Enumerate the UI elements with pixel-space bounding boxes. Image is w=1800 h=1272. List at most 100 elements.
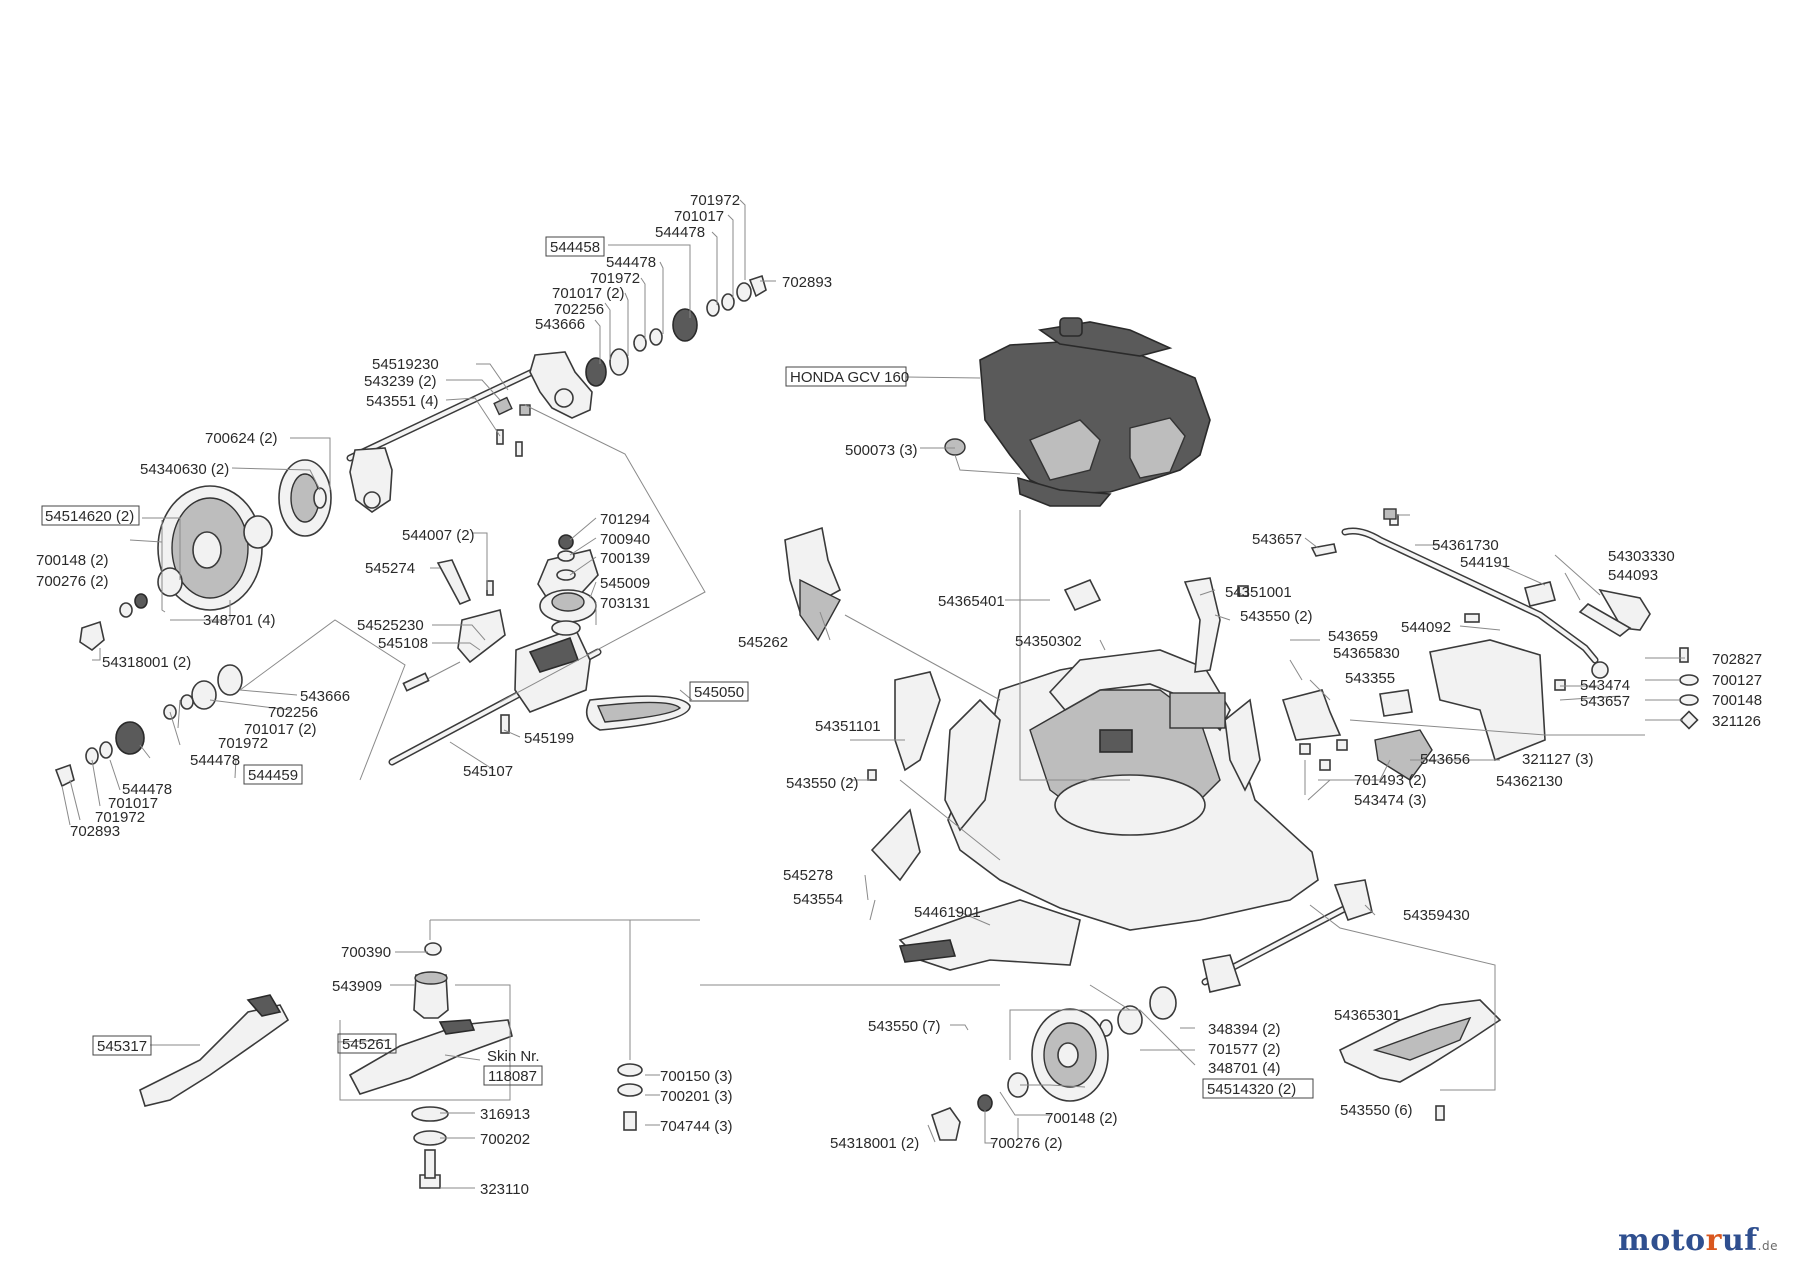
label-500073: 500073 (3) — [845, 442, 918, 459]
label-54359430: 54359430 — [1403, 907, 1470, 924]
label-702256-b: 702256 — [554, 301, 604, 318]
label-543551: 543551 (4) — [366, 393, 439, 410]
label-545108: 545108 — [378, 635, 428, 652]
label-543666-mid: 543666 — [300, 688, 350, 705]
label-544191: 544191 — [1460, 554, 1510, 571]
label-54318001-bottom: 54318001 (2) — [830, 1135, 919, 1152]
label-54351001: 54351001 — [1225, 584, 1292, 601]
gearbox-assembly — [388, 534, 691, 766]
honda-engine — [944, 317, 1211, 507]
label-348394: 348394 (2) — [1208, 1021, 1281, 1038]
label-700127: 700127 — [1712, 672, 1762, 689]
label-700202: 700202 — [480, 1131, 530, 1148]
rear-wheel-left — [79, 459, 332, 651]
label-545050: 545050 — [694, 684, 744, 701]
label-543239: 543239 (2) — [364, 373, 437, 390]
label-543550-2a: 543550 (2) — [1240, 608, 1313, 625]
label-54519230: 54519230 — [372, 356, 439, 373]
label-545262: 545262 — [738, 634, 788, 651]
label-543656: 543656 — [1420, 751, 1470, 768]
boxed-part-numbers — [41, 236, 1314, 1099]
label-702827: 702827 — [1712, 651, 1762, 668]
label-54351101: 54351101 — [815, 718, 881, 735]
label-545278: 545278 — [783, 867, 833, 884]
rear-axle-assembly — [346, 274, 767, 513]
label-543657-top: 543657 — [1252, 531, 1302, 548]
label-544478-b: 544478 — [606, 254, 656, 271]
label-54365301: 54365301 — [1334, 1007, 1401, 1024]
label-323110: 323110 — [480, 1181, 529, 1198]
label-118087: 118087 — [488, 1068, 537, 1085]
label-543550-2b: 543550 (2) — [786, 775, 859, 792]
label-545009: 545009 — [600, 575, 650, 592]
label-543550-6: 543550 (6) — [1340, 1102, 1413, 1119]
label-348701-left: 348701 (4) — [203, 612, 276, 629]
label-544478-mid1: 544478 — [190, 752, 240, 769]
label-543474-mid: 543474 — [1580, 677, 1630, 694]
label-702256-mid: 702256 — [268, 704, 318, 721]
label-54365401: 54365401 — [938, 593, 1005, 610]
front-skid — [1338, 999, 1502, 1121]
label-701294: 701294 — [600, 511, 650, 528]
label-701972-mid: 701972 — [218, 735, 268, 752]
label-54318001-left: 54318001 (2) — [102, 654, 191, 671]
label-543355: 543355 — [1345, 670, 1395, 687]
label-543474-3: 543474 (3) — [1354, 792, 1427, 809]
label-703131: 703131 — [600, 595, 650, 612]
label-701972-top: 701972 — [690, 192, 740, 209]
label-54365830: 54365830 — [1333, 645, 1400, 662]
logo-text-part1: moto — [1618, 1223, 1706, 1258]
label-543666-b: 543666 — [535, 316, 585, 333]
label-543657-mid: 543657 — [1580, 693, 1630, 710]
label-700148-right: 700148 — [1712, 692, 1762, 709]
label-skin-nr: Skin Nr. — [487, 1048, 540, 1065]
label-316913: 316913 — [480, 1106, 530, 1123]
label-543554: 543554 — [793, 891, 843, 908]
label-701017-top: 701017 — [674, 208, 724, 225]
label-544093: 544093 — [1608, 567, 1658, 584]
label-700148-bottom: 700148 (2) — [1045, 1110, 1118, 1127]
label-701493: 701493 (2) — [1354, 772, 1427, 789]
part-number-labels: 701972 701017 544478 544458 702893 54447… — [36, 192, 1762, 1198]
label-545261: 545261 — [342, 1036, 392, 1053]
label-54340630: 54340630 (2) — [140, 461, 229, 478]
mower-deck — [944, 649, 1319, 931]
label-348701-right: 348701 (4) — [1208, 1060, 1281, 1077]
label-543550-7: 543550 (7) — [868, 1018, 941, 1035]
blade-assembly — [139, 942, 643, 1189]
leader-lines — [61, 199, 1685, 1189]
label-54361730: 54361730 — [1432, 537, 1499, 554]
label-543909: 543909 — [332, 978, 382, 995]
height-adjust-lever — [1281, 508, 1699, 781]
label-700148-left: 700148 (2) — [36, 552, 109, 569]
logo-text-part2: r — [1705, 1223, 1722, 1258]
label-545107: 545107 — [463, 763, 513, 780]
label-545274: 545274 — [365, 560, 415, 577]
label-54525230: 54525230 — [357, 617, 424, 634]
label-544459: 544459 — [248, 767, 298, 784]
label-704744: 704744 (3) — [660, 1118, 733, 1135]
logo-text-part3: uf — [1721, 1223, 1758, 1258]
label-700139: 700139 — [600, 550, 650, 567]
label-701017-mid: 701017 — [108, 795, 158, 812]
label-702893-top: 702893 — [782, 274, 832, 291]
label-701972-mid2: 701972 — [95, 809, 145, 826]
label-700940: 700940 — [600, 531, 650, 548]
label-701017-2-mid: 701017 (2) — [244, 721, 317, 738]
label-545199: 545199 — [524, 730, 574, 747]
label-700201: 700201 (3) — [660, 1088, 733, 1105]
label-321127: 321127 (3) — [1522, 751, 1593, 768]
label-701577: 701577 (2) — [1208, 1041, 1281, 1058]
label-honda-gcv-160: HONDA GCV 160 — [790, 369, 909, 386]
label-700276-bottom: 700276 (2) — [990, 1135, 1063, 1152]
label-544007: 544007 (2) — [402, 527, 475, 544]
label-545317: 545317 — [97, 1038, 147, 1055]
label-544478-mid2: 544478 — [122, 781, 172, 798]
label-544478-top: 544478 — [655, 224, 705, 241]
motoruf-logo: motoruf.de — [1618, 1223, 1778, 1258]
rear-flap-parts — [784, 526, 1249, 971]
label-700624: 700624 (2) — [205, 430, 278, 447]
label-54461901: 54461901 — [914, 904, 981, 921]
label-54514320: 54514320 (2) — [1207, 1081, 1296, 1098]
